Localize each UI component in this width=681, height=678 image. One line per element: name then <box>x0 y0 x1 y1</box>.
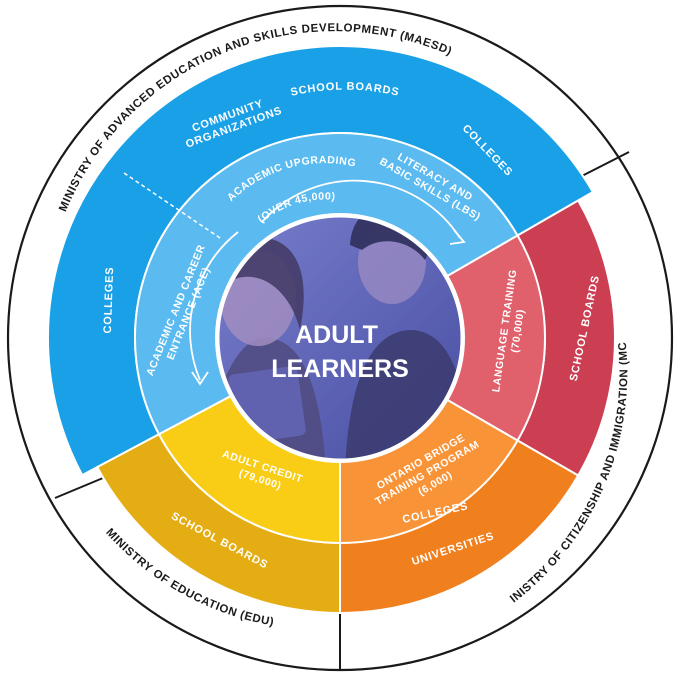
center-ring <box>216 214 464 462</box>
ace-arrowhead <box>191 371 209 386</box>
colleges-left-label: COLLEGES <box>102 266 116 333</box>
maesd-inner-band <box>134 132 519 436</box>
dashed-divider <box>123 172 221 239</box>
literacy-arrowhead <box>449 229 466 245</box>
edu-inner-band <box>157 394 341 545</box>
center-title-line1: ADULT <box>295 321 378 349</box>
ace-arrow <box>189 231 239 381</box>
center-title-line2: LEARNERS <box>271 355 409 383</box>
program-wedges <box>47 45 616 615</box>
center-title: ADULT LEARNERS <box>271 321 409 383</box>
ring-divider-edu-maesd <box>54 477 104 499</box>
literacy-arrow <box>261 179 461 239</box>
